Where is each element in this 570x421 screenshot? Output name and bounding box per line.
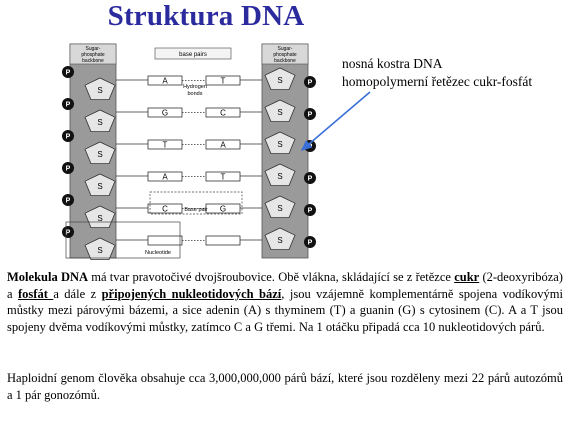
- sugar-label: S: [277, 172, 282, 181]
- sugar-icon: [264, 195, 296, 219]
- base-pair-label: Base pair: [184, 207, 207, 213]
- backbone-callout: nosná kostra DNA homopolymerní řetězec c…: [342, 55, 532, 91]
- base-right: [205, 171, 241, 182]
- sugar-icon: [84, 77, 116, 100]
- phosphate-label: P: [66, 166, 71, 173]
- base-left-label: A: [162, 173, 168, 182]
- callout-line2: homopolymerní řetězec cukr-fosfát: [342, 74, 533, 89]
- base-right: [205, 203, 241, 214]
- sugar-icon: [84, 109, 116, 132]
- sugar-label: S: [97, 246, 102, 255]
- phosphate-label: P: [308, 112, 313, 119]
- phosphate-icon: [304, 172, 316, 184]
- base-right: [205, 235, 241, 246]
- base-right-label: G: [220, 205, 226, 214]
- nucleotide-label: Nucleotide: [145, 250, 171, 256]
- sugar-icon: [264, 67, 296, 90]
- sugar-label: S: [277, 140, 282, 149]
- sugar-icon: [84, 141, 116, 164]
- svg-text:backbone: backbone: [82, 58, 104, 64]
- phosphate-icon: [304, 108, 316, 120]
- svg-text:phosphate: phosphate: [273, 52, 297, 58]
- sugar-icon: [264, 131, 296, 154]
- phosphate-icon: [304, 76, 316, 88]
- term-molekula-dna: Molekula DNA: [7, 270, 89, 284]
- base-right-label: C: [220, 109, 226, 118]
- page-title: Struktura DNA: [107, 0, 305, 32]
- base-right-label: T: [221, 173, 226, 182]
- base-left-label: A: [162, 77, 168, 86]
- phosphate-icon: [62, 130, 74, 142]
- svg-text:backbone: backbone: [274, 58, 296, 64]
- sugar-label: S: [97, 118, 102, 127]
- phosphate-label: P: [66, 70, 71, 77]
- base-pair-box: [149, 191, 243, 215]
- hydrogen-bonds-label: Hydrogen: [183, 84, 207, 90]
- sugar-label: S: [97, 182, 102, 191]
- phosphate-label: P: [308, 240, 313, 247]
- sugar-icon: [84, 237, 116, 261]
- phosphate-label: P: [308, 208, 313, 215]
- phosphate-icon: [304, 204, 316, 216]
- phosphate-icon: [62, 194, 74, 206]
- term-cukr: cukr: [454, 270, 480, 284]
- sugar-icon: [84, 173, 116, 197]
- sugar-label: S: [277, 204, 282, 213]
- base-left-label: C: [162, 205, 168, 214]
- phosphate-label: P: [308, 176, 313, 183]
- base-right-label: A: [220, 141, 226, 150]
- right-header-label: Sugar-: [277, 46, 292, 52]
- phosphate-label: P: [66, 134, 71, 141]
- callout-line1: nosná kostra DNA: [342, 56, 443, 71]
- term-baze: připojených nukleotidových bází: [101, 286, 282, 301]
- paragraph-molecule: Molekula DNA má tvar pravotočivé dvojšro…: [7, 270, 563, 334]
- sugar-label: S: [97, 86, 102, 95]
- phosphate-label: P: [308, 80, 313, 87]
- sugar-label: S: [277, 108, 282, 117]
- phosphate-label: P: [66, 230, 71, 237]
- phosphate-label: P: [66, 102, 71, 109]
- phosphate-label: P: [66, 198, 71, 205]
- sugar-label: S: [97, 214, 102, 223]
- base-right: [205, 107, 241, 118]
- left-header-label: Sugar-: [85, 46, 100, 52]
- dna-structure-diagram: Sugar- phosphate backbone Sugar- phospha…: [62, 43, 316, 261]
- sugar-label: S: [97, 150, 102, 159]
- phosphate-icon: [62, 162, 74, 174]
- base-pairs-header: base pairs: [179, 52, 207, 58]
- phosphate-icon: [304, 236, 316, 248]
- svg-text:bonds: bonds: [188, 91, 203, 97]
- sugar-icon: [264, 163, 296, 187]
- sugar-icon: [264, 227, 296, 251]
- base-left-label: T: [163, 141, 168, 150]
- paragraph-genome: Haploidní genom člověka obsahuje cca 3,0…: [7, 371, 563, 402]
- phosphate-icon: [62, 98, 74, 110]
- phosphate-icon: [62, 66, 74, 78]
- base-right: [205, 75, 241, 86]
- svg-text:phosphate: phosphate: [81, 52, 105, 58]
- term-fosfat: fosfát: [18, 286, 54, 301]
- phosphate-icon: [62, 226, 74, 238]
- sugar-label: S: [277, 76, 282, 85]
- base-right: [205, 139, 241, 150]
- sugar-icon: [264, 99, 296, 122]
- base-left-label: G: [162, 109, 168, 118]
- sugar-label: S: [277, 236, 282, 245]
- nucleotide-box: [65, 221, 181, 259]
- base-right-label: T: [221, 77, 226, 86]
